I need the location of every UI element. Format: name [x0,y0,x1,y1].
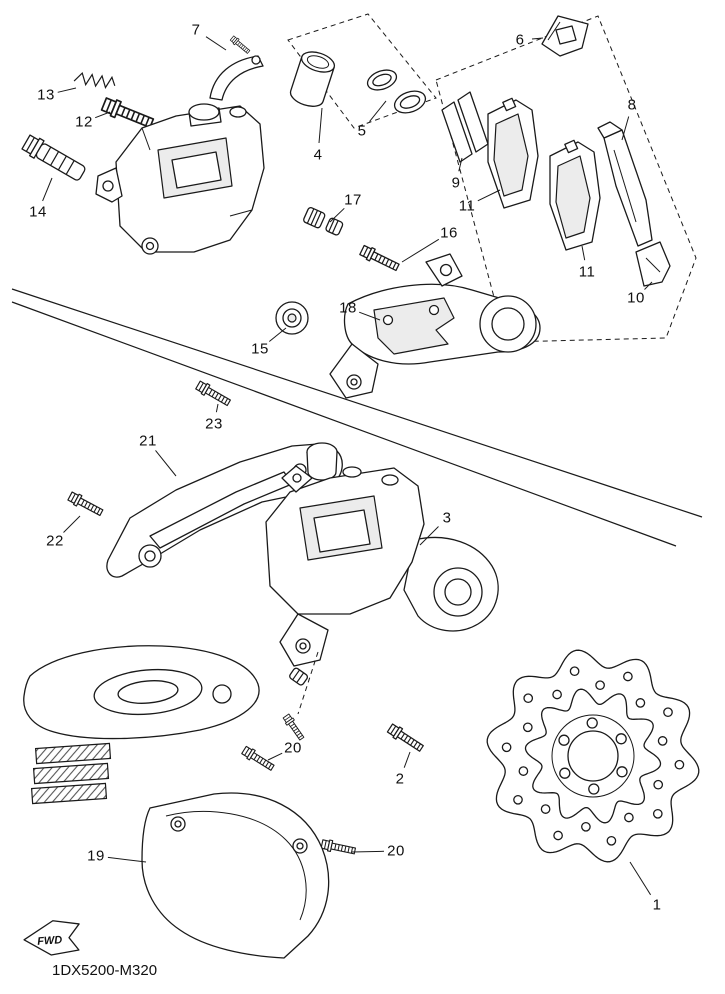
pad-pin-spring [73,72,116,89]
pad-spring [541,15,589,57]
caliper-assembly [265,465,499,742]
piston-seal [366,69,398,91]
guard-bolt-20b [320,838,357,857]
brake-disc [486,649,700,863]
pad-clip [635,241,671,287]
slide-pin [21,134,86,181]
bracket-bolt-22 [66,490,105,519]
brake-pad-2 [549,139,601,251]
bushing-boot [275,301,309,335]
piston-seal-group [287,13,437,129]
caliper-body-exploded [95,103,265,255]
leader-lines [42,36,653,896]
fwd-label: FWD [37,934,63,948]
diagram-code: 1DX5200-M320 [52,962,158,979]
caliper-bracket [329,253,541,399]
bracket-bolt-23 [194,379,233,409]
piston [289,51,336,107]
fwd-flag: FWD [23,920,80,956]
bleed-screw-bracket [209,34,264,101]
disc-guard [141,792,330,959]
pin-boots [303,207,344,236]
pad-support [597,121,653,247]
section-divider [11,288,703,547]
caliper-bolt-2 [386,722,426,755]
brake-pad-1 [487,97,539,209]
mount-pin-bolt [358,243,402,274]
swingarm-end [23,645,260,805]
dust-seal [393,90,427,114]
pad-shims [441,91,489,163]
brake-pad-group [435,15,697,343]
